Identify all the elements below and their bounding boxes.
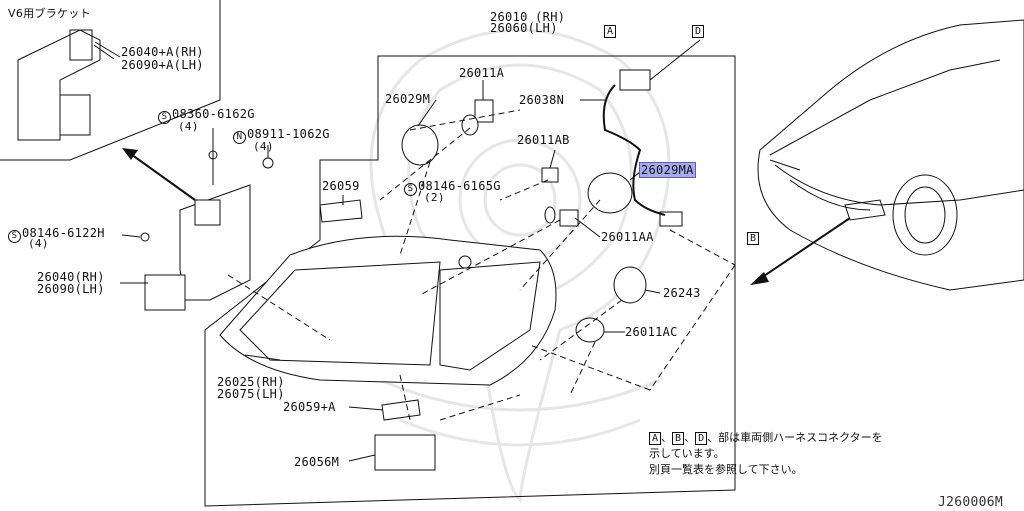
note-line-2: 示しています。 [649,447,725,460]
inset-title: V6用ブラケット [8,7,91,20]
dashed-leaders [227,109,736,421]
part-26243[interactable]: 26243 [663,286,701,300]
part-26010[interactable]: 26010 (RH) [490,10,566,24]
part-26038N[interactable]: 26038N [519,93,565,107]
vehicle-illustration [757,19,1024,291]
fastener-08360-qty: (4) [178,120,199,133]
fastener-08911-qty: (4) [253,140,274,153]
part-26060[interactable]: 26060(LH) [490,21,558,35]
headlamp-housing [219,235,557,386]
part-26090A[interactable]: 26090+A(LH) [121,58,204,72]
arrow-to-inset [122,148,196,201]
wire-harness [602,84,666,216]
connector-b-tag: B [747,231,760,245]
part-26056M[interactable]: 26056M [294,455,340,469]
part-26059[interactable]: 26059 [322,179,360,193]
connector-note: A、B、D、部は車両側ハーネスコネクターを 示しています。 別頁一覧表を参照して… [649,430,883,478]
part-26011AB[interactable]: 26011AB [517,133,570,147]
arrow-to-vehicle [750,217,851,285]
fastener-08146-6122H-qty: (4) [28,237,49,250]
part-26090[interactable]: 26090(LH) [37,282,105,296]
bulb-parts [319,69,683,471]
connector-d-tag: D [692,24,705,38]
part-26029MA-highlight: 26029MA [639,162,696,178]
part-26011AC[interactable]: 26011AC [625,325,678,339]
part-26059A[interactable]: 26059+A [283,400,336,414]
diagram-id: J260006M [938,495,1004,510]
leader-lines [93,44,661,462]
part-26029M[interactable]: 26029M [385,92,431,106]
fastener-08146-6165G-qty: (2) [424,191,445,204]
part-26040[interactable]: 26040(RH) [37,270,105,284]
part-26029MA[interactable]: 26029MA [639,162,696,178]
note-line-3: 別頁一覧表を参照して下さい。 [649,463,803,476]
inset-bracket-box [0,0,221,161]
part-26040A[interactable]: 26040+A(RH) [121,45,204,59]
part-26011A[interactable]: 26011A [459,66,505,80]
main-frame [204,55,736,507]
part-26075[interactable]: 26075(LH) [217,387,285,401]
side-bracket [140,140,274,311]
part-26011AA[interactable]: 26011AA [601,230,654,244]
note-line-1: A、B、D、部は車両側ハーネスコネクターを [649,430,883,446]
connector-a-tag: A [604,24,617,38]
part-26025[interactable]: 26025(RH) [217,375,285,389]
